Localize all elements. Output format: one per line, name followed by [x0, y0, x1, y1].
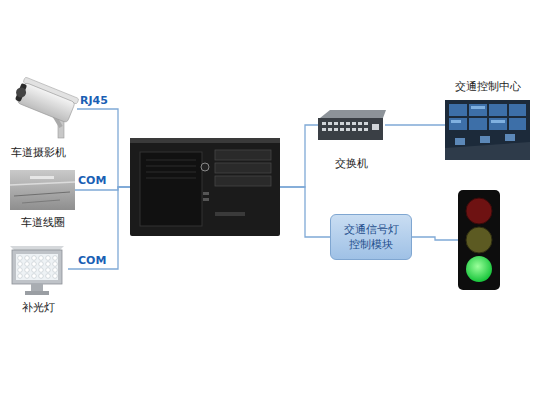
- node-label: 交通控制中心: [455, 79, 521, 94]
- connector-line: [280, 125, 318, 187]
- camera-illustration: [12, 76, 79, 138]
- traffic-light-illustration: [458, 190, 500, 290]
- fill-light-illustration: [10, 246, 64, 295]
- control-center-illustration: [445, 100, 530, 160]
- connector-line: [385, 124, 445, 125]
- connector-line: [412, 237, 458, 240]
- node-label: 交换机: [335, 156, 368, 171]
- connector-line: [280, 187, 330, 237]
- road-coil-illustration: [10, 170, 75, 210]
- fill-light-node: 补光灯: [8, 243, 68, 295]
- connector-line: [68, 187, 130, 269]
- node-label: 补光灯: [22, 300, 55, 315]
- control-center-node: 交通控制中心: [445, 100, 530, 160]
- coil-node: 车道线圈: [10, 170, 75, 210]
- traffic-light-node: [458, 190, 500, 290]
- port-label: RJ45: [80, 94, 108, 107]
- industrial-pc-illustration: [130, 138, 280, 236]
- node-label: 交通信号灯 控制模块: [341, 222, 401, 252]
- computer-node: [130, 138, 280, 236]
- camera-node: 车道摄影机: [15, 78, 77, 140]
- connector-line: [75, 187, 130, 190]
- signal-control-module: 交通信号灯 控制模块: [330, 214, 412, 260]
- port-label: COM: [78, 174, 106, 187]
- switch-illustration: [318, 110, 386, 140]
- connector-line: [77, 109, 130, 187]
- switch-node: 交换机: [318, 110, 385, 140]
- port-label: COM: [78, 254, 106, 267]
- node-label: 车道线圈: [21, 215, 65, 230]
- node-label: 车道摄影机: [11, 145, 66, 160]
